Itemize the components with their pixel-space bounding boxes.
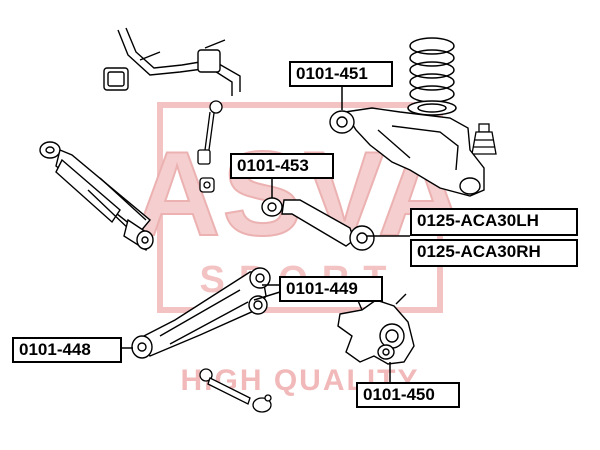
shock-absorber	[39, 141, 154, 252]
part-label-0101-450[interactable]: 0101-450	[356, 382, 460, 408]
steering-knuckle	[337, 293, 415, 365]
lateral-link	[199, 368, 272, 413]
leader-lines	[122, 84, 410, 382]
part-label-0101-451[interactable]: 0101-451	[289, 61, 393, 87]
part-label-0125-aca30lh[interactable]: 0125-ACA30LH	[410, 208, 578, 236]
stabilizer-link	[197, 100, 223, 193]
coil-spring	[407, 37, 457, 116]
part-label-0101-453[interactable]: 0101-453	[230, 153, 334, 179]
part-label-0101-448[interactable]: 0101-448	[12, 337, 122, 363]
part-label-0101-449[interactable]: 0101-449	[279, 276, 383, 302]
upper-control-arm	[329, 107, 485, 197]
stabilizer-bar	[103, 27, 241, 96]
toe-control-arm	[261, 197, 375, 251]
bump-stop	[471, 123, 497, 155]
part-label-0125-aca30rh[interactable]: 0125-ACA30RH	[410, 239, 578, 267]
